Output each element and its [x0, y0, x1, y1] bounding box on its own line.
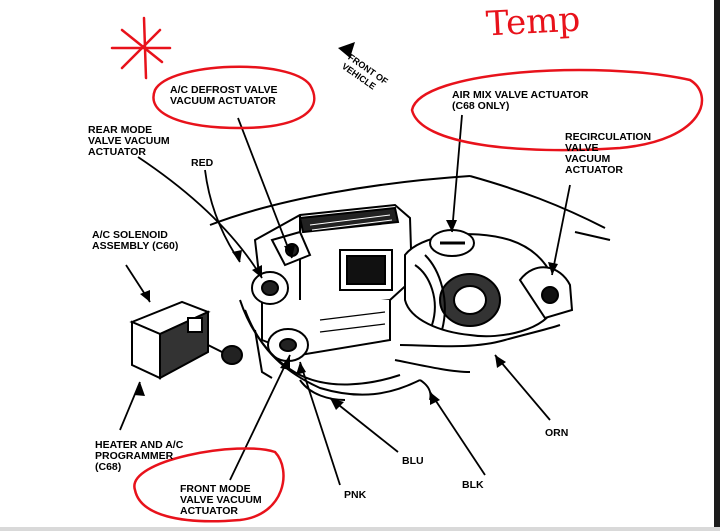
red-markup: [110, 16, 704, 523]
recirculation-label-line: VACUUM: [565, 153, 611, 165]
front-arrow-icon: [338, 42, 355, 58]
defrost-label-line: VACUUM ACTUATOR: [170, 95, 276, 107]
defrost-actuator-label: A/C DEFROST VALVE VACUUM ACTUATOR: [170, 85, 278, 107]
programmer-label-line: (C68): [95, 461, 122, 473]
solenoid-label-line: A/C SOLENOID: [92, 229, 168, 241]
air-mix-actuator-label: AIR MIX VALVE ACTUATOR (C68 ONLY): [452, 90, 589, 112]
temp-handwritten-note: Temp: [485, 0, 582, 45]
front-mode-label-line: FRONT MODE: [180, 483, 251, 495]
pnk-hose-label: PNK: [344, 489, 367, 501]
front-mode-label-line: VALVE VACUUM: [180, 494, 262, 506]
recirculation-actuator-label: RECIRCULATION VALVE VACUUM ACTUATOR: [565, 132, 651, 176]
recirculation-label-line: ACTUATOR: [565, 164, 623, 176]
window-bottom-edge: [0, 527, 720, 531]
programmer-label-line: HEATER AND A/C: [95, 439, 184, 451]
rear-mode-label-line: VALVE VACUUM: [88, 135, 170, 147]
front-mode-label-line: ACTUATOR: [180, 505, 238, 517]
vacuum-hoses: [239, 299, 561, 401]
solenoid-label-line: ASSEMBLY (C60): [92, 240, 179, 252]
defrost-circle: [152, 65, 316, 130]
front-mode-circle: [133, 447, 285, 523]
orn-hose-label: ORN: [545, 427, 569, 439]
window-edge: [714, 0, 720, 531]
rear-mode-label-line: ACTUATOR: [88, 146, 146, 158]
air-mix-label-line: (C68 ONLY): [452, 100, 510, 112]
recirculation-label-line: RECIRCULATION: [565, 131, 652, 143]
programmer-box: [129, 300, 243, 380]
front-mode-actuator-label: FRONT MODE VALVE VACUUM ACTUATOR: [180, 484, 262, 517]
star-mark: [110, 16, 172, 80]
arrowheads: [134, 220, 558, 410]
programmer-label: HEATER AND A/C PROGRAMMER (C68): [95, 440, 183, 473]
air-mix-circle: [410, 68, 704, 152]
programmer-label-line: PROGRAMMER: [95, 450, 174, 462]
solenoid-assembly-label: A/C SOLENOID ASSEMBLY (C60): [92, 230, 178, 252]
blu-hose-label: BLU: [402, 455, 424, 467]
dash-panel-outline: [209, 175, 611, 241]
red-hose-label: RED: [191, 157, 214, 169]
rear-mode-actuator-label: REAR MODE VALVE VACUUM ACTUATOR: [88, 125, 170, 158]
blk-hose-label: BLK: [462, 479, 484, 491]
defrost-label-line: A/C DEFROST VALVE: [170, 84, 278, 96]
heater-case-assembly: [251, 203, 574, 362]
rear-mode-label-line: REAR MODE: [88, 124, 153, 136]
air-mix-label-line: AIR MIX VALVE ACTUATOR: [452, 89, 589, 101]
recirculation-label-line: VALVE: [565, 142, 599, 154]
leader-lines: [119, 114, 571, 486]
